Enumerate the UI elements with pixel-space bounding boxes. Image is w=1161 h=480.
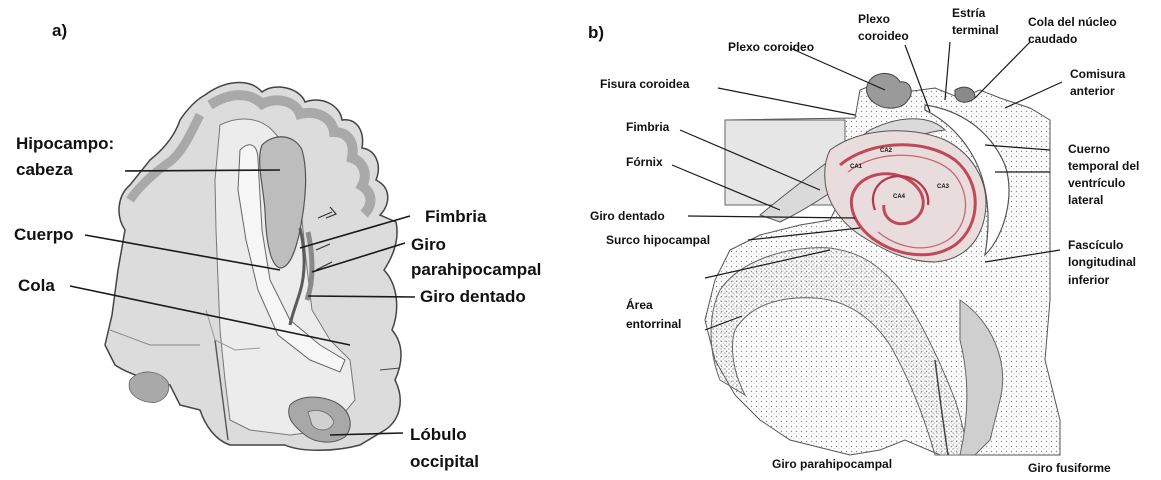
label-ca4: CA4 <box>893 194 906 200</box>
label-fimbria-b: Fimbria <box>626 120 670 134</box>
label-cola: Cola <box>18 276 55 295</box>
label-comisura-2: anterior <box>1070 84 1115 98</box>
label-plexo-coroideo-1: Plexo coroideo <box>728 40 814 54</box>
panel-b-tag: b) <box>588 23 604 42</box>
label-cuerno-4: lateral <box>1068 193 1103 207</box>
leader-plexo-1 <box>790 48 885 90</box>
label-fornix: Fórnix <box>626 155 663 169</box>
label-ca2: CA2 <box>880 148 893 154</box>
label-giro-1: Giro <box>411 235 446 254</box>
label-surco-hipocampal: Surco hipocampal <box>606 233 710 247</box>
label-cuerno-2: temporal del <box>1068 159 1139 173</box>
label-ca1: CA1 <box>850 164 863 170</box>
label-estria-2: terminal <box>952 23 999 37</box>
coronal-section-illustration: CA1 CA2 CA3 CA4 <box>705 73 1060 455</box>
label-giro-parahipocampal-b: Giro parahipocampal <box>772 457 892 471</box>
label-cola-nucleo-1: Cola del núcleo <box>1028 15 1117 29</box>
leader-cola-nucleo <box>975 42 1030 98</box>
label-cola-nucleo-2: caudado <box>1028 32 1077 46</box>
label-giro-dentado-b: Giro dentado <box>590 209 665 223</box>
label-fasciculo-2: longitudinal <box>1068 255 1136 269</box>
panel-a: a) <box>14 21 541 471</box>
label-cuerno-1: Cuerno <box>1068 142 1110 156</box>
label-lobulo-1: Lóbulo <box>410 425 467 444</box>
label-plexo-coroideo-2a: Plexo <box>858 12 890 26</box>
label-fimbria-a: Fimbria <box>425 207 487 226</box>
label-cuerno-3: ventrículo <box>1068 176 1125 190</box>
panel-a-tag: a) <box>52 21 67 40</box>
label-ca3: CA3 <box>937 184 950 190</box>
panel-b: b) CA1 CA2 CA3 CA4 <box>588 6 1139 475</box>
label-cuerpo: Cuerpo <box>14 225 74 244</box>
leader-comisura <box>1005 82 1062 108</box>
label-hipocampo-1: Hipocampo: <box>16 134 114 153</box>
leader-giro-dentado <box>308 296 415 297</box>
label-giro-fusiforme: Giro fusiforme <box>1028 461 1111 475</box>
label-giro-dentado-a: Giro dentado <box>420 287 526 306</box>
label-plexo-coroideo-2b: coroideo <box>858 29 909 43</box>
label-area-2: entorrinal <box>626 317 681 331</box>
leader-fisura <box>718 88 855 115</box>
label-giro-2: parahipocampal <box>411 260 541 279</box>
leader-estria <box>945 42 950 100</box>
label-area-1: Área <box>626 297 653 312</box>
label-fasciculo-3: inferior <box>1068 273 1110 287</box>
label-comisura-1: Comisura <box>1070 67 1126 81</box>
label-fasciculo-1: Fascículo <box>1068 238 1123 252</box>
label-fisura-coroidea: Fisura coroidea <box>600 77 690 91</box>
label-hipocampo-2: cabeza <box>16 160 73 179</box>
label-lobulo-2: occipital <box>410 452 479 471</box>
label-estria-1: Estría <box>952 6 986 20</box>
brain-dissection-illustration <box>105 83 401 451</box>
leader-hipocampo <box>125 170 280 171</box>
